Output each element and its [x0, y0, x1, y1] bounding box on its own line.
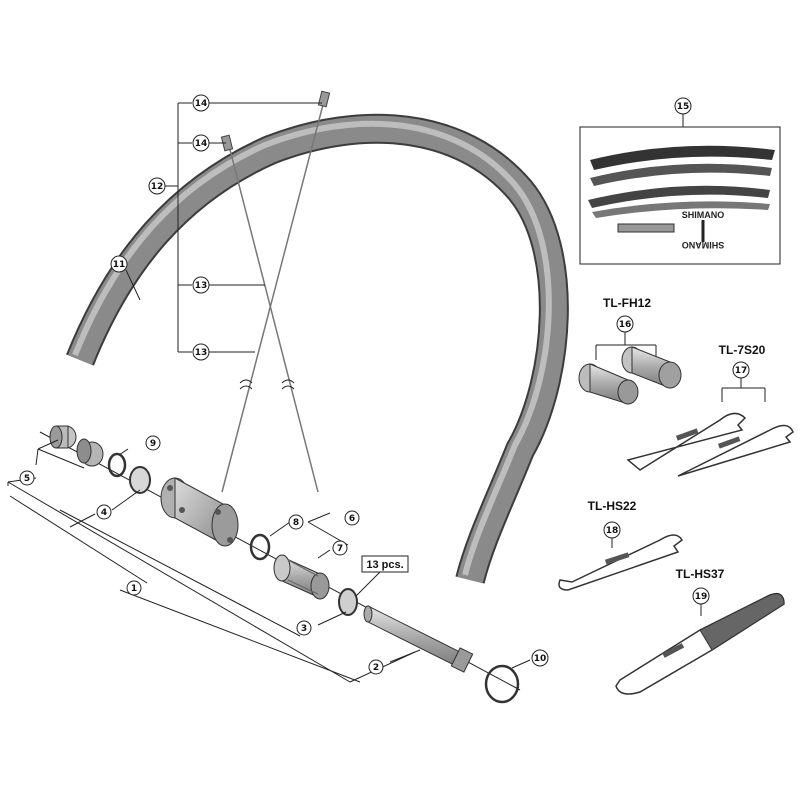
quantity-note-text: 13 pcs.	[366, 559, 403, 571]
end-cap-left	[49, 425, 77, 449]
callouts: 1 2 3 4 5 6 7 8 9 10 11 12 13 13 14 14 1…	[19, 94, 750, 675]
o-ring-9	[107, 452, 127, 478]
decal-strip-4	[592, 201, 770, 218]
callout-12: 12	[148, 177, 166, 195]
callout-8-text: 8	[293, 518, 299, 528]
tool-hs22-label: TL-HS22	[588, 499, 637, 513]
end-cap-right	[76, 438, 104, 467]
callout-15-text: 15	[677, 102, 690, 112]
callout-13a-text: 13	[195, 281, 208, 291]
callout-8: 8	[288, 514, 304, 530]
callout-14a: 14	[192, 94, 210, 112]
tool-fh12: TL-FH12	[578, 296, 682, 405]
cone-wrench-2	[677, 424, 794, 477]
callout-7-text: 7	[337, 544, 343, 554]
callout-17: 17	[732, 361, 750, 379]
decal-strip-2	[590, 163, 772, 186]
tool-7s20: TL-7S20	[626, 343, 794, 477]
freehub-body	[273, 554, 330, 600]
decal-set: SHIMANO SHIMANO	[579, 114, 781, 265]
wrench-grip	[699, 593, 785, 651]
adapter-left	[578, 363, 639, 405]
tool-hs22: TL-HS22	[558, 499, 683, 591]
decal-logo-bottom: SHIMANO	[682, 240, 725, 250]
callout-5-text: 5	[24, 474, 30, 484]
callout-2: 2	[368, 659, 384, 675]
callout-1-text: 1	[131, 584, 137, 594]
decal-small-label	[617, 223, 675, 233]
quantity-note: 13 pcs.	[361, 555, 409, 573]
callout-4-text: 4	[101, 508, 107, 518]
callout-14a-text: 14	[195, 99, 208, 109]
nipple-2	[317, 90, 331, 108]
tool-hs37-label: TL-HS37	[676, 567, 725, 581]
decal-strip-1	[590, 145, 775, 170]
callout-10: 10	[531, 649, 549, 667]
rim	[66, 113, 569, 584]
cone-wrench-1	[626, 412, 747, 471]
callout-6-text: 6	[349, 514, 355, 524]
callout-16-text: 16	[619, 320, 632, 330]
tool-fh12-label: TL-FH12	[603, 296, 651, 310]
callout-14b: 14	[192, 134, 210, 152]
o-ring-8	[249, 533, 271, 561]
callout-11: 11	[110, 255, 128, 273]
decal-strip-3	[588, 185, 770, 208]
callout-3-text: 3	[301, 624, 307, 634]
spacer-ring	[338, 588, 358, 616]
adapter-right	[621, 346, 682, 389]
spokes	[220, 90, 331, 493]
callout-5: 5	[19, 470, 35, 486]
callout-15: 15	[674, 97, 692, 115]
callout-7: 7	[332, 540, 348, 556]
callout-2-text: 2	[373, 663, 379, 673]
callout-10-text: 10	[534, 654, 547, 664]
spoke-leaders	[125, 102, 322, 353]
o-ring-10	[484, 664, 520, 704]
callout-18-text: 18	[606, 526, 619, 536]
callout-13a: 13	[192, 276, 210, 294]
callout-16: 16	[616, 315, 634, 333]
callout-1: 1	[126, 580, 142, 596]
hub-assembly	[39, 425, 521, 704]
callout-19: 19	[692, 587, 710, 605]
callout-9-text: 9	[150, 439, 156, 449]
callout-13b-text: 13	[195, 348, 208, 358]
tool-7s20-label: TL-7S20	[719, 343, 766, 357]
hub-body	[160, 477, 239, 547]
callout-3: 3	[296, 620, 312, 636]
headset-wrench-small	[558, 534, 683, 591]
callout-9: 9	[145, 435, 161, 451]
nipple-1	[220, 134, 234, 152]
callout-19-text: 19	[695, 592, 708, 602]
callout-12-text: 12	[151, 182, 164, 192]
tool-hs37: TL-HS37	[615, 567, 785, 695]
callout-14b-text: 14	[195, 139, 208, 149]
callout-4: 4	[96, 504, 112, 520]
hub-leaders	[7, 439, 531, 683]
lock-ring	[129, 466, 151, 494]
callout-13b: 13	[192, 343, 210, 361]
callout-11-text: 11	[113, 260, 126, 270]
callout-17-text: 17	[735, 366, 748, 376]
callout-18: 18	[603, 521, 621, 539]
decal-logo-top: SHIMANO	[682, 210, 725, 220]
axle	[363, 605, 474, 673]
callout-6: 6	[344, 510, 360, 526]
